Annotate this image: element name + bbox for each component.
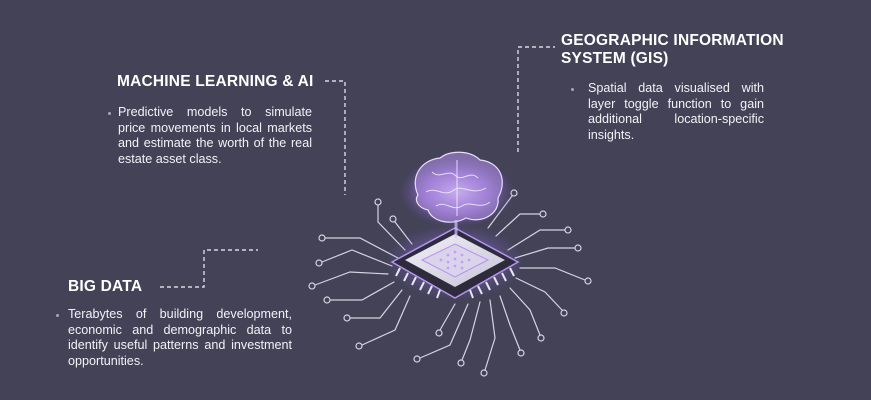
circuit-nodes: [308, 189, 592, 377]
bigdata-description: Terabytes of building development, econo…: [68, 307, 292, 368]
bigdata-connector: [160, 249, 258, 288]
gis-heading-line2: SYSTEM (GIS): [561, 50, 669, 67]
ml-heading: MACHINE LEARNING & AI: [117, 73, 314, 90]
bigdata-bullet: [56, 314, 59, 317]
gis-heading-line1: GEOGRAPHIC INFORMATION: [561, 32, 784, 49]
ml-description: Predictive models to simulate price move…: [118, 105, 312, 166]
bigdata-heading: BIG DATA: [68, 278, 143, 295]
gis-connector: [517, 46, 555, 152]
ai-chip-icon: [385, 224, 525, 300]
brain-icon: [399, 151, 515, 238]
ml-bullet: [108, 112, 111, 115]
gis-bullet: [571, 88, 574, 91]
ml-connector: [325, 80, 346, 195]
gis-description: Spatial data visualised with layer toggl…: [588, 81, 764, 142]
